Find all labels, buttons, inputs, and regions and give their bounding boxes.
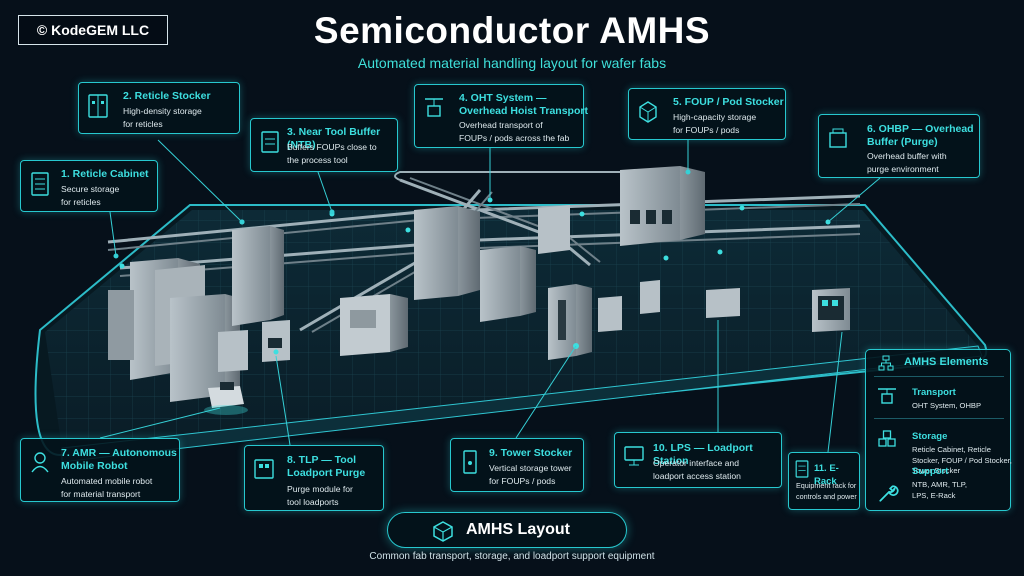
callout-reticle-cabinet: 1. Reticle Cabinet Secure storage for re… — [20, 160, 158, 212]
callout-title: 8. TLP — Tool Loadport Purge — [287, 454, 366, 479]
page-title: Semiconductor AMHS — [313, 10, 711, 51]
footer-title: AMHS Layout — [466, 521, 570, 538]
cabinet-icon — [31, 172, 49, 196]
callout-desc: High-capacity storage for FOUPs / pods — [673, 112, 757, 135]
callout-desc: Automated mobile robot for material tran… — [61, 476, 153, 499]
callout-tower-stocker: 9. Tower Stocker Vertical storage tower … — [450, 438, 584, 492]
rack-icon — [795, 460, 809, 478]
copyright-badge: © KodeGEM LLC — [18, 15, 168, 45]
legend-divider — [874, 418, 1004, 419]
loadport-icon — [254, 459, 274, 479]
callout-desc: Vertical storage tower for FOUPs / pods — [489, 463, 572, 486]
callout-reticle-stocker: 2. Reticle Stocker High-density storage … — [78, 82, 240, 134]
amhs-elements-legend: AMHS Elements Transport OHT System, OHBP… — [865, 349, 1012, 511]
legend-title: AMHS Elements — [904, 356, 989, 368]
hierarchy-icon — [878, 355, 894, 371]
callout-oht: 4. OHT System — Overhead Hoist Transport… — [414, 84, 588, 148]
box-icon — [433, 521, 453, 542]
callout-erack: 11. E-Rack Equipment rack for controls a… — [788, 452, 860, 510]
page-subtitle: Automated material handling layout for w… — [357, 55, 667, 71]
callout-title: 5. FOUP / Pod Stocker — [673, 96, 784, 108]
tower-icon — [463, 450, 477, 474]
pods-icon — [639, 101, 657, 123]
wrench-icon — [879, 485, 899, 502]
callout-desc: Purge module for tool loadports — [287, 484, 353, 507]
callout-foup-stocker: 5. FOUP / Pod Stocker High-capacity stor… — [628, 88, 786, 140]
callout-title: 3. Near Tool Buffer (NTB) — [287, 126, 381, 151]
callout-desc: Operator interface and loadport access s… — [653, 458, 741, 481]
legend-item-name: Storage — [912, 431, 948, 442]
callout-ntb: 3. Near Tool Buffer (NTB) Buffers FOUPs … — [250, 118, 398, 172]
callout-desc: Overhead buffer with purge environment — [867, 151, 947, 174]
callout-desc: Secure storage for reticles — [61, 184, 120, 207]
callout-desc: High-density storage for reticles — [123, 106, 202, 129]
callout-title: 4. OHT System — Overhead Hoist Transport — [459, 92, 588, 117]
legend-item-desc: Reticle Cabinet, Reticle Stocker, FOUP /… — [912, 445, 1012, 475]
hoist-icon — [425, 98, 443, 117]
callout-title: 10. LPS — Loadport Station — [653, 442, 753, 467]
storage-icon — [878, 430, 896, 447]
callout-title: 1. Reticle Cabinet — [61, 168, 149, 180]
callout-title: 7. AMR — Autonomous Mobile Robot — [61, 447, 177, 472]
callout-title: 9. Tower Stocker — [489, 447, 573, 459]
legend-item-name: Support — [912, 466, 949, 477]
purge-buffer-icon — [829, 128, 847, 148]
cabinet-icon — [88, 94, 108, 118]
callout-desc: Overhead transport of FOUPs / pods acros… — [459, 120, 570, 143]
callout-lps: 10. LPS — Loadport Station Operator inte… — [614, 432, 782, 488]
callout-amr: 7. AMR — Autonomous Mobile Robot Automat… — [20, 438, 180, 502]
layout-footer-badge: AMHS Layout — [387, 512, 627, 548]
callout-title: 11. E-Rack — [814, 463, 839, 487]
callout-desc: Equipment rack for controls and power — [796, 481, 857, 501]
transport-icon — [878, 388, 896, 404]
footer-subtitle: Common fab transport, storage, and loadp… — [369, 551, 655, 562]
fab-equipment — [108, 166, 850, 415]
legend-item-desc: OHT System, OHBP — [912, 401, 982, 410]
callout-desc: Buffers FOUPs close to the process tool — [287, 142, 377, 165]
legend-item-desc: NTB, AMR, TLP, LPS, E-Rack — [912, 480, 968, 500]
callout-title: 6. OHBP — Overhead Buffer (Purge) — [867, 123, 974, 148]
callout-leaders — [99, 139, 881, 453]
legend-divider — [874, 376, 1004, 377]
callout-title: 2. Reticle Stocker — [123, 90, 211, 102]
callout-tlp: 8. TLP — Tool Loadport Purge Purge modul… — [244, 445, 384, 511]
monitor-icon — [624, 446, 644, 466]
buffer-icon — [261, 131, 279, 153]
robot-icon — [31, 452, 49, 473]
callout-ohbp: 6. OHBP — Overhead Buffer (Purge) Overhe… — [818, 114, 980, 178]
legend-item-name: Transport — [912, 387, 956, 398]
